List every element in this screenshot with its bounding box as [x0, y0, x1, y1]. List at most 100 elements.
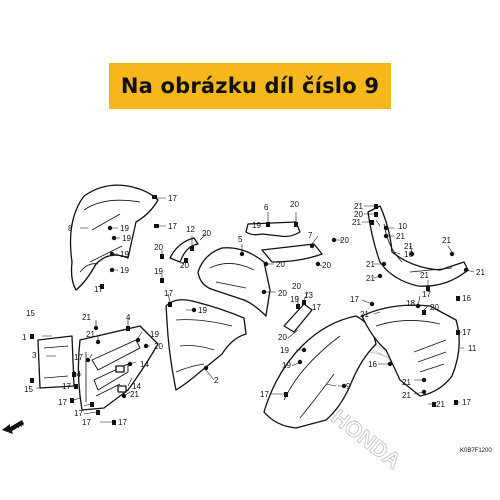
clip-icon: [90, 402, 94, 407]
callout-label: 9: [346, 382, 351, 391]
screw-icon: [121, 393, 127, 399]
clip-icon: [112, 420, 116, 425]
callout-label: 19: [120, 266, 129, 275]
screw-icon: [377, 273, 383, 279]
part-13-fitting: [283, 303, 313, 333]
bolt-icon: [74, 384, 78, 389]
part-5-inner-panel: [197, 247, 271, 317]
callout-label: 20: [322, 261, 331, 270]
screw-icon: [109, 267, 115, 273]
screw-icon: [383, 225, 389, 231]
callout-label: 13: [304, 291, 313, 300]
screw-icon: [191, 307, 197, 313]
part-7-bracket: [261, 243, 323, 263]
callout-label: 21: [86, 330, 95, 339]
screw-icon: [261, 289, 267, 295]
clip-icon: [266, 222, 270, 227]
callout-label: 15: [26, 309, 35, 318]
callout-label: 20: [278, 333, 287, 342]
screw-icon: [109, 251, 115, 257]
part-number-banner: Na obrázku díl číslo 9: [109, 63, 391, 109]
callout-label: 19: [120, 250, 129, 259]
callout-label: 18: [406, 299, 415, 308]
callout-label: 21: [404, 242, 413, 251]
callout-label: 21: [476, 268, 485, 277]
callout-label: 15: [24, 385, 33, 394]
screw-icon: [135, 337, 141, 343]
screw-icon: [421, 389, 427, 395]
bolt-icon: [152, 195, 157, 199]
callout-label: 20: [154, 243, 163, 252]
callout-label: 7: [308, 231, 313, 240]
callout-label: 8: [68, 224, 73, 233]
screw-icon: [301, 347, 307, 353]
callout-label: 17: [58, 398, 67, 407]
screw-icon: [85, 357, 91, 363]
screw-icon: [449, 251, 455, 257]
part-2-front-cover: [165, 299, 247, 391]
part-14-clip: [115, 365, 125, 373]
callout-label: 21: [402, 391, 411, 400]
screw-icon: [297, 359, 303, 365]
callout-label: 17: [462, 398, 471, 407]
screw-icon: [383, 233, 389, 239]
callout-label: 21: [130, 390, 139, 399]
front-direction-label: FR.: [12, 421, 25, 432]
callout-label: 3: [32, 351, 37, 360]
clip-icon: [190, 246, 194, 251]
bolt-icon: [374, 204, 378, 209]
screw-icon: [463, 267, 469, 273]
screw-icon: [93, 325, 99, 331]
callout-labels: 17 17 8 19 19 19 19 17 12 20 20 20 19 5 …: [22, 194, 485, 427]
diagram-code: K0B7F1200: [460, 448, 492, 454]
fasteners: [30, 195, 469, 425]
bolt-icon: [454, 400, 458, 405]
callout-label: 2: [214, 376, 219, 385]
screw-icon: [421, 377, 427, 383]
bolt-icon: [70, 398, 74, 403]
callout-label: 17: [260, 390, 269, 399]
callout-label: 20: [354, 210, 363, 219]
callout-label: 21: [354, 202, 363, 211]
callout-label: 17: [168, 222, 177, 231]
bolt-icon: [370, 220, 374, 225]
screw-icon: [309, 243, 315, 249]
callout-label: 20: [430, 303, 439, 312]
callout-label: 19: [122, 234, 131, 243]
callout-label: 14: [132, 382, 141, 391]
part-14-clip: [117, 385, 127, 393]
screw-icon: [369, 301, 375, 307]
bolt-icon: [284, 392, 288, 397]
screw-icon: [111, 235, 117, 241]
callout-label: 21: [420, 271, 429, 280]
screw-icon: [331, 237, 337, 243]
clip-icon: [30, 334, 34, 339]
part-10-frame: [367, 205, 469, 287]
callout-label: 21: [82, 313, 91, 322]
part-3-bracket: [37, 335, 75, 389]
screw-icon: [381, 261, 387, 267]
callout-label: 20: [340, 236, 349, 245]
callout-label: 14: [72, 370, 81, 379]
callout-label: 20: [278, 289, 287, 298]
screw-icon: [239, 251, 245, 257]
callout-label: 5: [238, 235, 243, 244]
screw-icon: [127, 361, 133, 367]
callout-label: 17: [462, 328, 471, 337]
bolt-icon: [154, 224, 159, 228]
callout-label: 17: [82, 418, 91, 427]
callout-label: 17: [422, 290, 431, 299]
callout-label: 16: [404, 250, 413, 259]
screw-icon: [341, 383, 347, 389]
callout-label: 21: [442, 236, 451, 245]
clip-icon: [426, 286, 430, 291]
bolt-icon: [432, 402, 436, 407]
callout-label: 11: [468, 344, 477, 353]
part-6-bracket: [245, 221, 301, 238]
screw-icon: [315, 261, 321, 267]
callout-label: 16: [462, 294, 471, 303]
callout-label: 12: [186, 225, 195, 234]
front-direction-arrow-icon: [2, 420, 24, 434]
callout-label: 17: [118, 418, 127, 427]
